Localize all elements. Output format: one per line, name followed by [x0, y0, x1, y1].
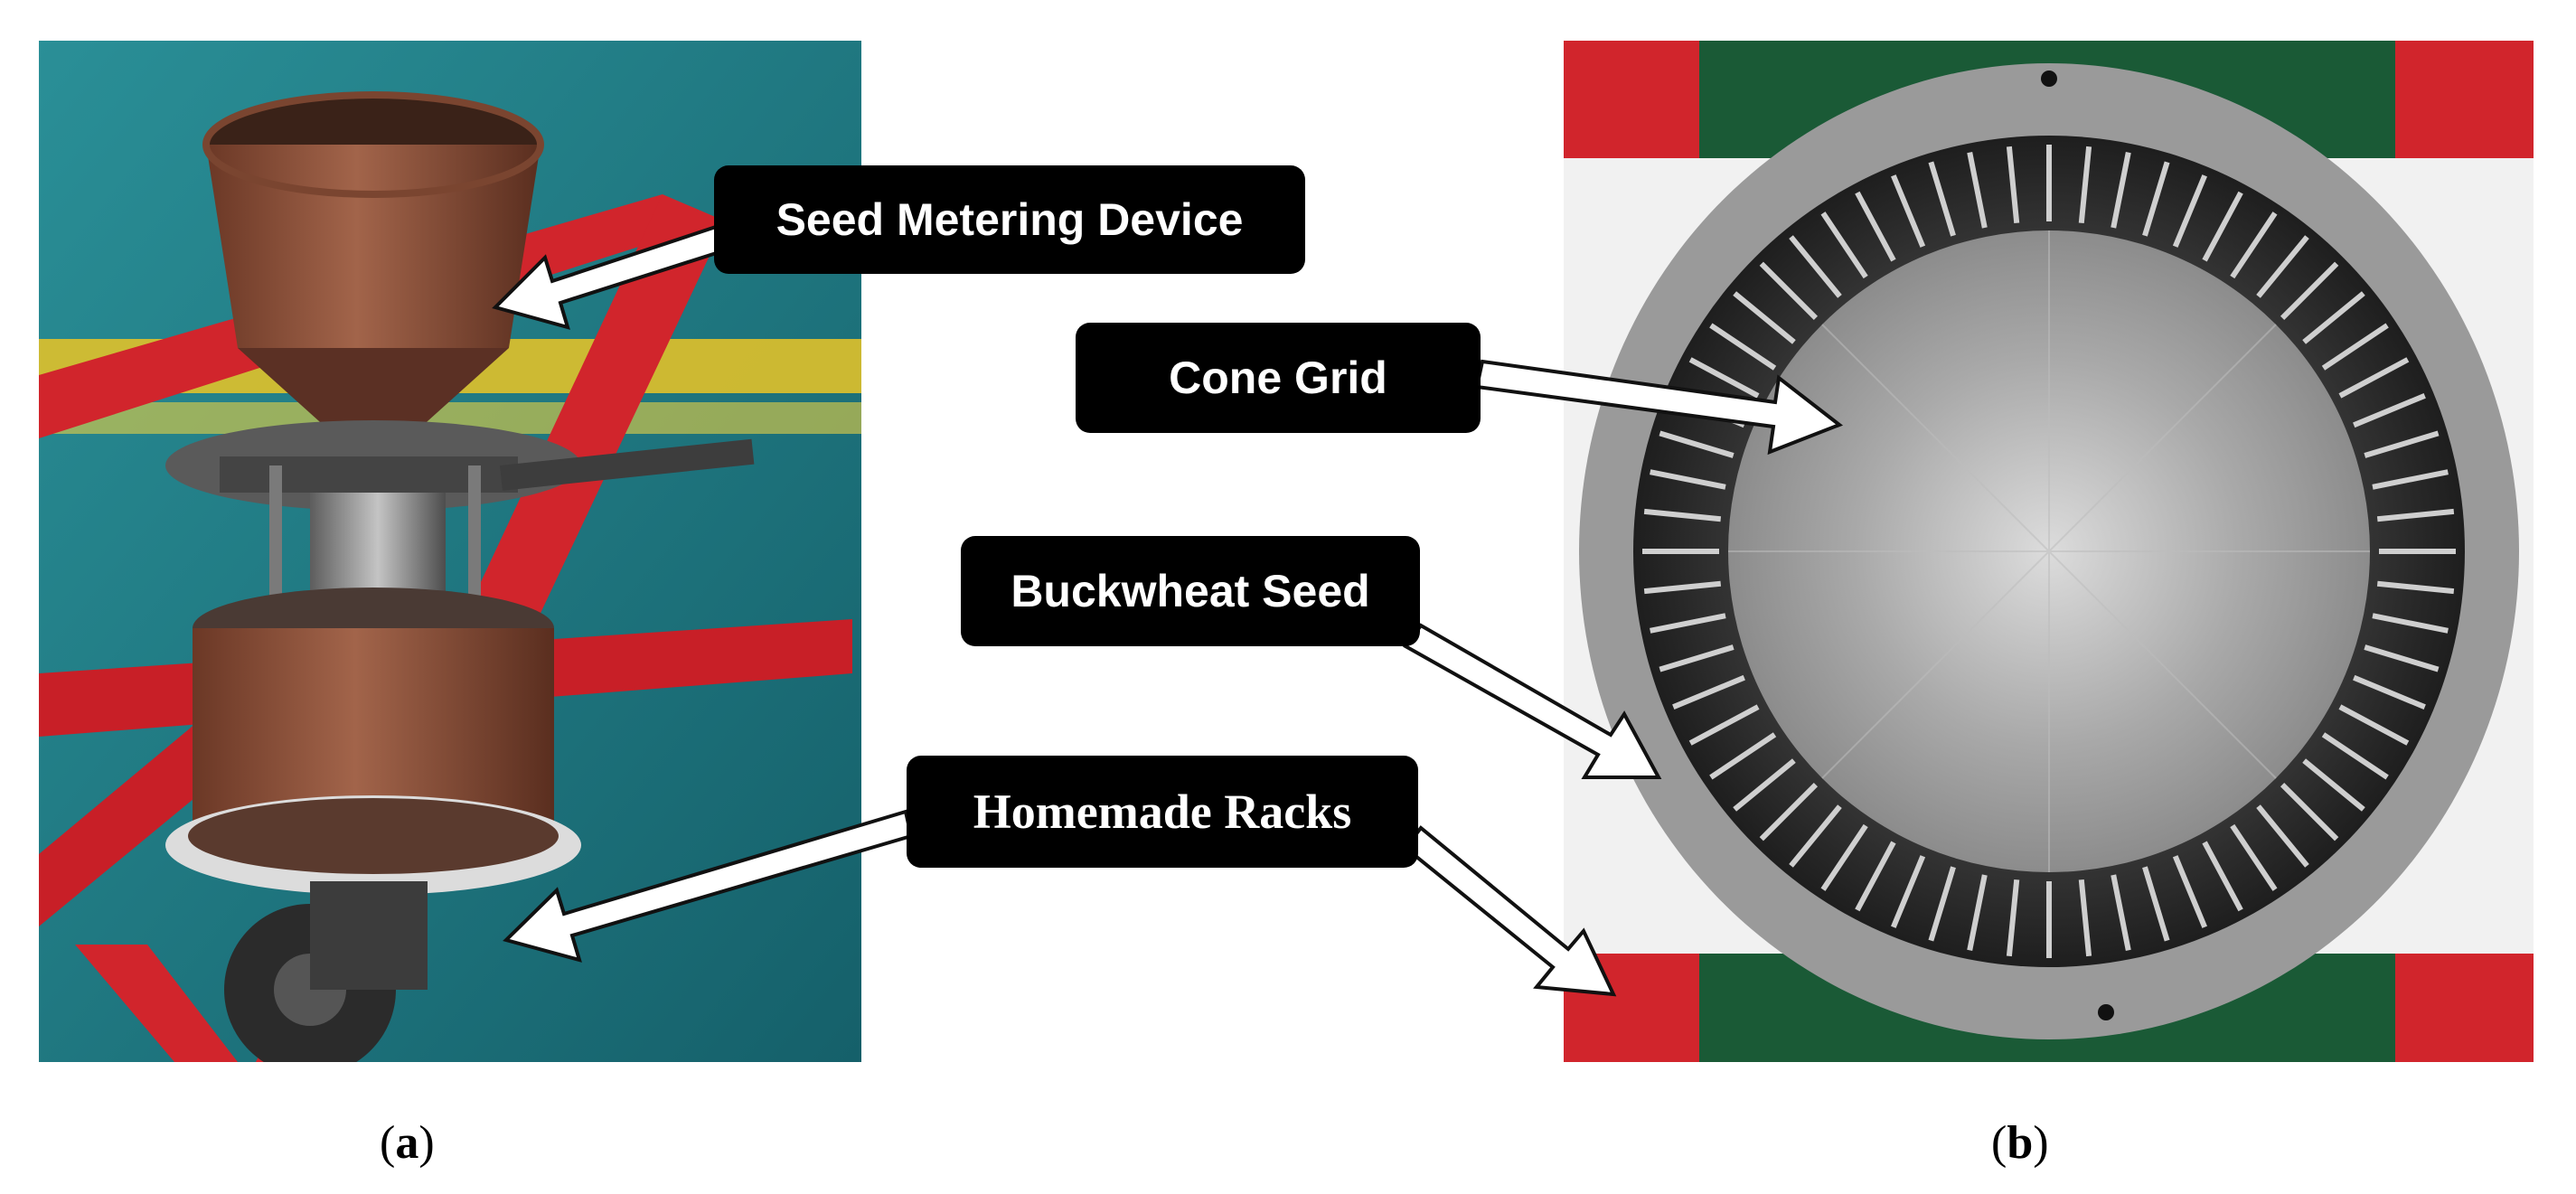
label-homemade-racks-text: Homemade Racks	[973, 785, 1352, 839]
grid-slot-divider	[1928, 161, 1956, 237]
grid-slot-divider	[1928, 866, 1956, 942]
grid-slot-divider	[1688, 704, 1760, 746]
grid-slot-divider	[1820, 823, 1868, 891]
label-homemade-racks: Homemade Racks	[907, 756, 1418, 868]
grid-slot-divider	[1891, 855, 1926, 928]
grid-slot-divider	[2230, 823, 2278, 891]
grid-slot-divider	[1733, 291, 1796, 344]
grid-slot-divider	[1789, 804, 1842, 868]
grid-slot-divider	[2172, 174, 2207, 248]
label-seed-metering-device-text: Seed Metering Device	[776, 194, 1244, 245]
caption-b-close: )	[2033, 1117, 2049, 1169]
caption-a-open: (	[380, 1117, 396, 1169]
grid-slot-divider	[1855, 191, 1896, 262]
grid-slot-divider	[2006, 879, 2020, 957]
grid-slot-divider	[2078, 146, 2092, 224]
label-cone-grid: Cone Grid	[1076, 323, 1481, 433]
grid-slot-divider	[2338, 357, 2410, 399]
grid-slots	[1642, 145, 2456, 958]
label-cone-grid-text: Cone Grid	[1169, 353, 1387, 403]
grid-slot-divider	[2302, 291, 2365, 344]
photo-cone-grid	[1564, 41, 2534, 1062]
grid-slot-divider	[1759, 261, 1819, 321]
grid-slot-divider	[2142, 161, 2170, 237]
caption-b: (b)	[1991, 1116, 2049, 1170]
caption-a-letter: a	[395, 1117, 419, 1169]
grid-slot-divider	[2364, 430, 2440, 458]
grid-slot-divider	[2256, 804, 2309, 868]
grid-slot-divider	[2142, 866, 2170, 942]
grid-slot-divider	[2353, 393, 2426, 428]
grid-slot-divider	[1650, 613, 1726, 634]
grid-slot-divider	[1659, 644, 1735, 672]
grid-slot-divider	[1967, 152, 1988, 229]
grid-slot-divider	[2280, 782, 2339, 841]
grid-slot-divider	[2111, 874, 2131, 951]
grid-slot-divider	[2338, 704, 2410, 746]
grid-slot-divider	[2372, 469, 2449, 490]
grid-slot-divider	[1709, 732, 1777, 780]
grid-slot-divider	[1855, 841, 1896, 912]
caption-b-open: (	[1991, 1117, 2007, 1169]
grid-slot-divider	[2372, 613, 2449, 634]
grid-slot-divider	[1643, 508, 1722, 522]
grid-slot-divider	[2202, 841, 2243, 912]
grid-slot-divider	[2321, 323, 2389, 371]
grid-slot-divider	[2302, 758, 2365, 812]
grid-slot-divider	[1820, 212, 1868, 279]
grid-slot-divider	[1672, 674, 1745, 710]
grid-slot-divider	[2376, 580, 2455, 595]
grid-slot-divider	[1967, 874, 1988, 951]
grid-slot-divider	[2376, 508, 2455, 522]
caption-a-close: )	[418, 1117, 435, 1169]
grid-slot-divider	[1759, 782, 1819, 841]
grid-slot-divider	[2111, 152, 2131, 229]
grid-slot-divider	[2078, 879, 2092, 957]
grid-slot-divider	[2280, 261, 2339, 321]
grid-slot-divider	[2230, 212, 2278, 279]
grid-slot-divider	[1733, 758, 1796, 812]
grid-slot-divider	[2006, 146, 2020, 224]
grid-slot-divider	[1789, 235, 1842, 298]
grid-slot-divider	[2364, 644, 2440, 672]
grid-slot-divider	[1891, 174, 1926, 248]
grid-slot-divider	[1643, 580, 1722, 595]
grid-slot-divider	[2172, 855, 2207, 928]
caption-b-letter: b	[2007, 1117, 2034, 1169]
photo-b-illustration	[1564, 41, 2534, 1062]
label-seed-metering-device: Seed Metering Device	[714, 165, 1305, 274]
grid-slot-divider	[2353, 674, 2426, 710]
grid-slot-divider	[2202, 191, 2243, 262]
caption-a: (a)	[380, 1116, 435, 1170]
grid-slot-divider	[1650, 469, 1726, 490]
label-buckwheat-seed-text: Buckwheat Seed	[1011, 566, 1370, 616]
label-buckwheat-seed: Buckwheat Seed	[961, 536, 1420, 646]
grid-slot-divider	[2321, 732, 2389, 780]
grid-slot-divider	[2256, 235, 2309, 298]
